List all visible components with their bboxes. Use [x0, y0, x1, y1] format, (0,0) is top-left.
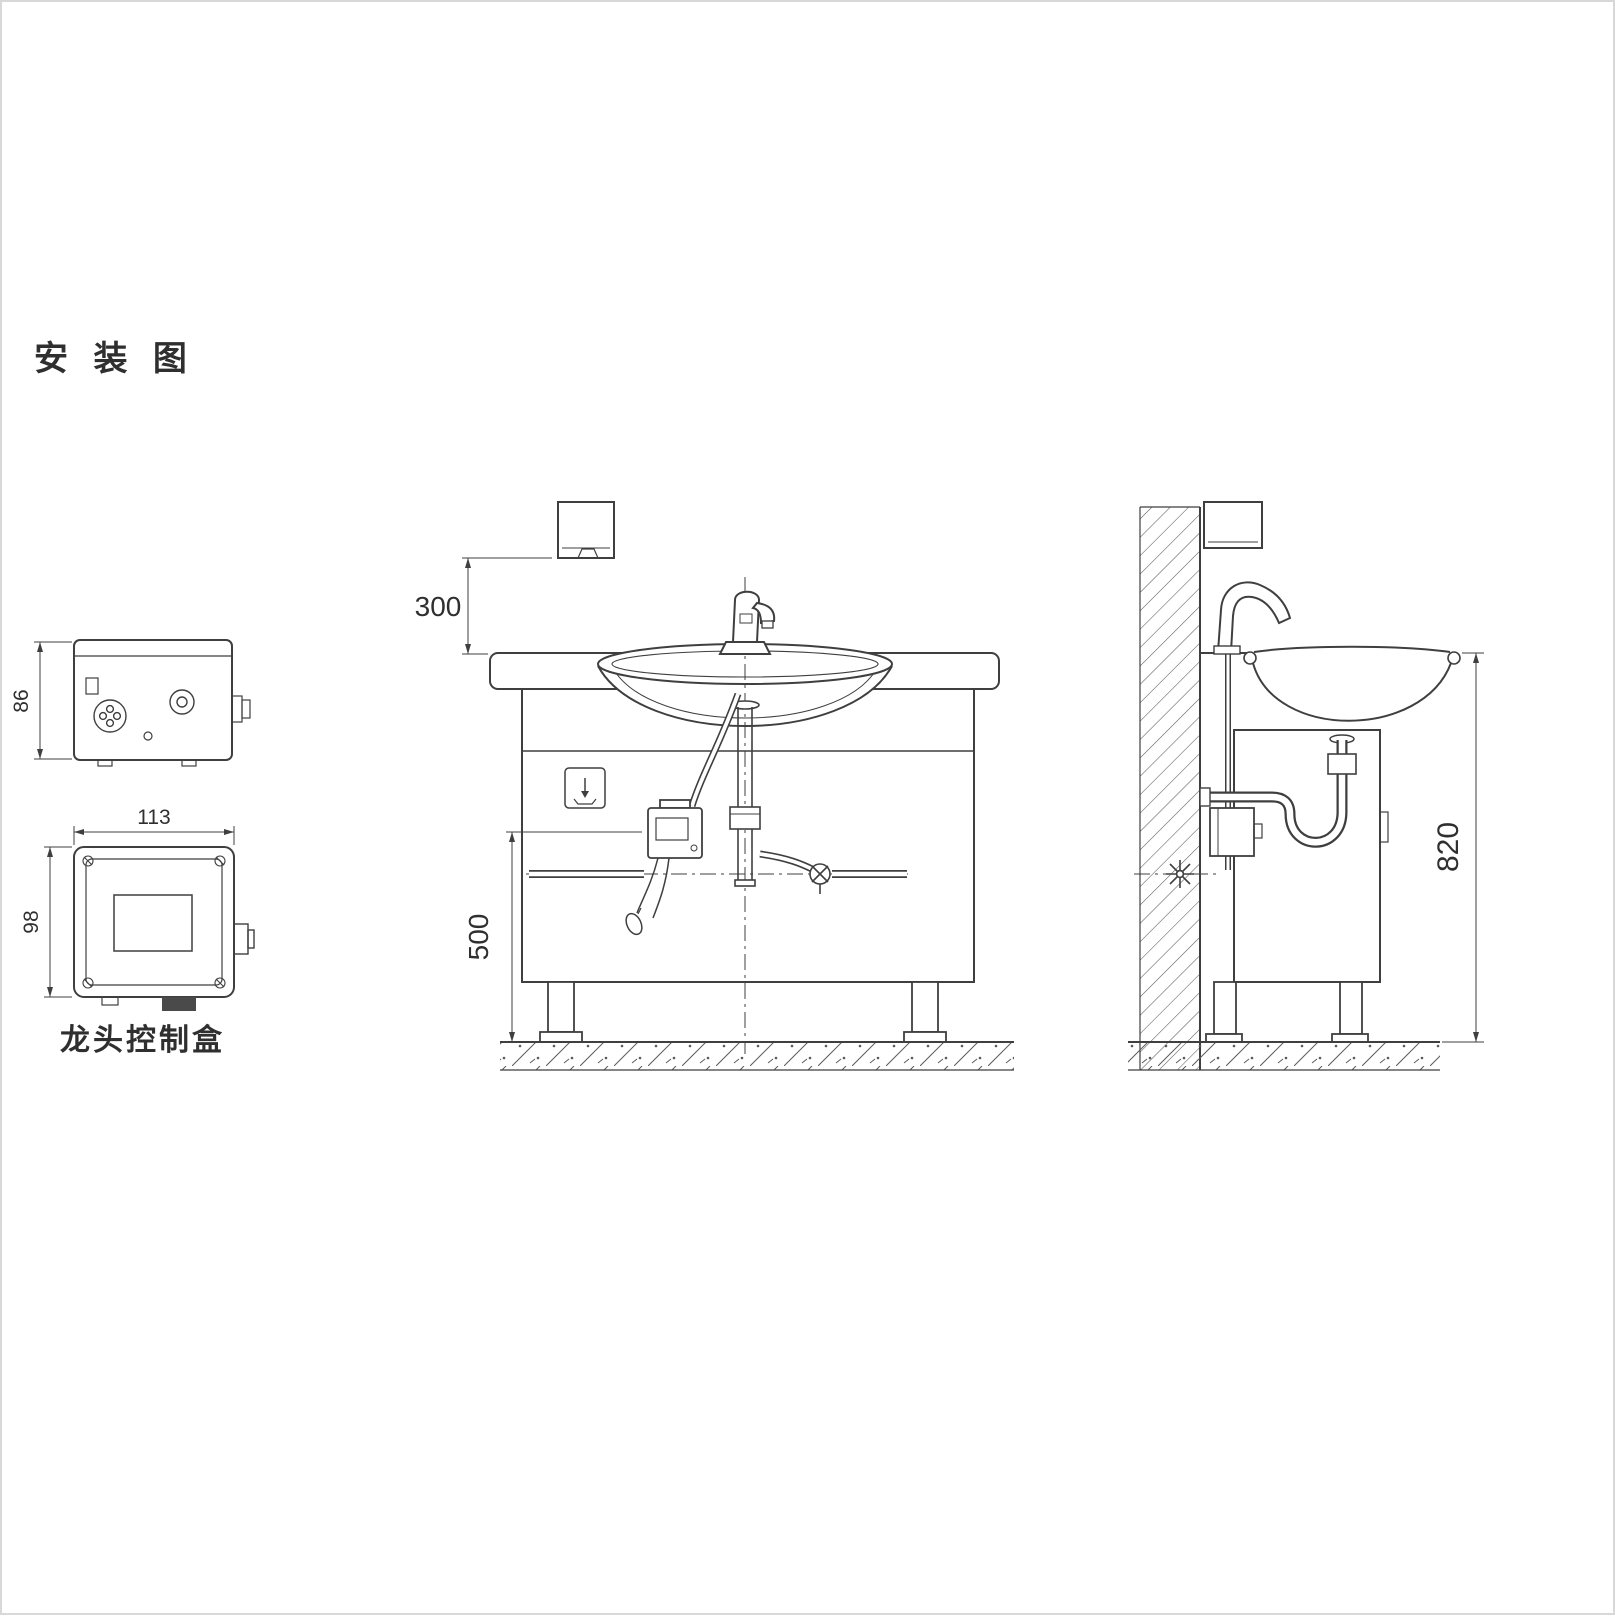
control-box-front-view: 113 98: [20, 806, 255, 1011]
dim-500-label: 500: [463, 914, 494, 961]
angle-valve-side: [1166, 860, 1194, 888]
control-box-front-outline: [73, 846, 235, 998]
sensor-box-front: [557, 501, 615, 559]
cabinet-side: [1233, 729, 1381, 983]
control-box-bottom-tab: [101, 996, 119, 1006]
hose-valve-to-drain: [759, 850, 816, 874]
page-title: 安 装 图: [34, 340, 195, 378]
cabinet-arrow-icon: [564, 767, 606, 809]
control-box-front-inner: [85, 858, 223, 986]
faucet-control-box-front: [625, 799, 703, 936]
floor-front: [500, 1041, 1014, 1071]
dim-98-label: 98: [20, 910, 43, 933]
basin-rim-edge-left: [1243, 651, 1257, 665]
control-box-bottom-block: [162, 997, 196, 1011]
sink-front-view: 300: [415, 501, 1014, 1071]
control-box-front-connector: [233, 923, 255, 955]
control-box-caption: 龙头控制盒: [60, 1023, 225, 1057]
faucet-front: [718, 590, 776, 655]
cabinet-side-hinge: [1379, 811, 1389, 843]
dim-86-label: 86: [10, 689, 33, 712]
dim-820-label: 820: [1432, 822, 1465, 872]
hose-faucet-to-box: [688, 692, 742, 808]
control-box-top-port: [85, 677, 99, 695]
basin-rim-edge-right: [1447, 651, 1461, 665]
sink-side-view: 820: [1128, 501, 1484, 1071]
dim-300: [462, 557, 552, 655]
control-box-top-view: 86: [10, 639, 251, 767]
control-box-display: [113, 894, 193, 952]
faucet-sensor-window: [739, 613, 753, 624]
control-box-screw-top: [143, 731, 153, 741]
basin-bowl-side: [1252, 662, 1452, 722]
basin-rim-side: [1253, 645, 1451, 653]
dim-300-label: 300: [415, 591, 462, 622]
dim-113-label: 113: [137, 806, 170, 829]
faucet-side: [1213, 581, 1292, 655]
cabinet-legs-side: [1205, 981, 1369, 1043]
control-box-top-outline: [73, 639, 233, 761]
cabinet-front: [521, 688, 975, 983]
sensor-box-side: [1203, 501, 1263, 549]
control-box-inlet-circle: [169, 689, 195, 715]
basin-bowl-inner: [613, 669, 877, 719]
cabinet-legs-front: [539, 981, 947, 1043]
control-box-top-foot-left: [97, 759, 113, 767]
dim-113: [73, 826, 235, 845]
basin-side-mask: [1253, 663, 1451, 721]
control-box-corner-screws: [82, 855, 226, 989]
dim-86: [34, 641, 72, 760]
power-plug: [625, 912, 643, 936]
drain-trap-side: [1199, 734, 1357, 848]
control-box-socket: [93, 699, 127, 733]
floor-side: [1128, 1041, 1440, 1071]
faucet-control-box-side: [1209, 807, 1263, 857]
angle-valve-front: [809, 863, 831, 894]
control-box-top-foot-right: [181, 759, 197, 767]
dim-820: [1442, 652, 1484, 1043]
control-box-top-connector: [231, 695, 251, 723]
dim-500: [506, 831, 642, 1042]
dim-98: [44, 846, 72, 998]
wall-hatch: [1139, 506, 1201, 1070]
